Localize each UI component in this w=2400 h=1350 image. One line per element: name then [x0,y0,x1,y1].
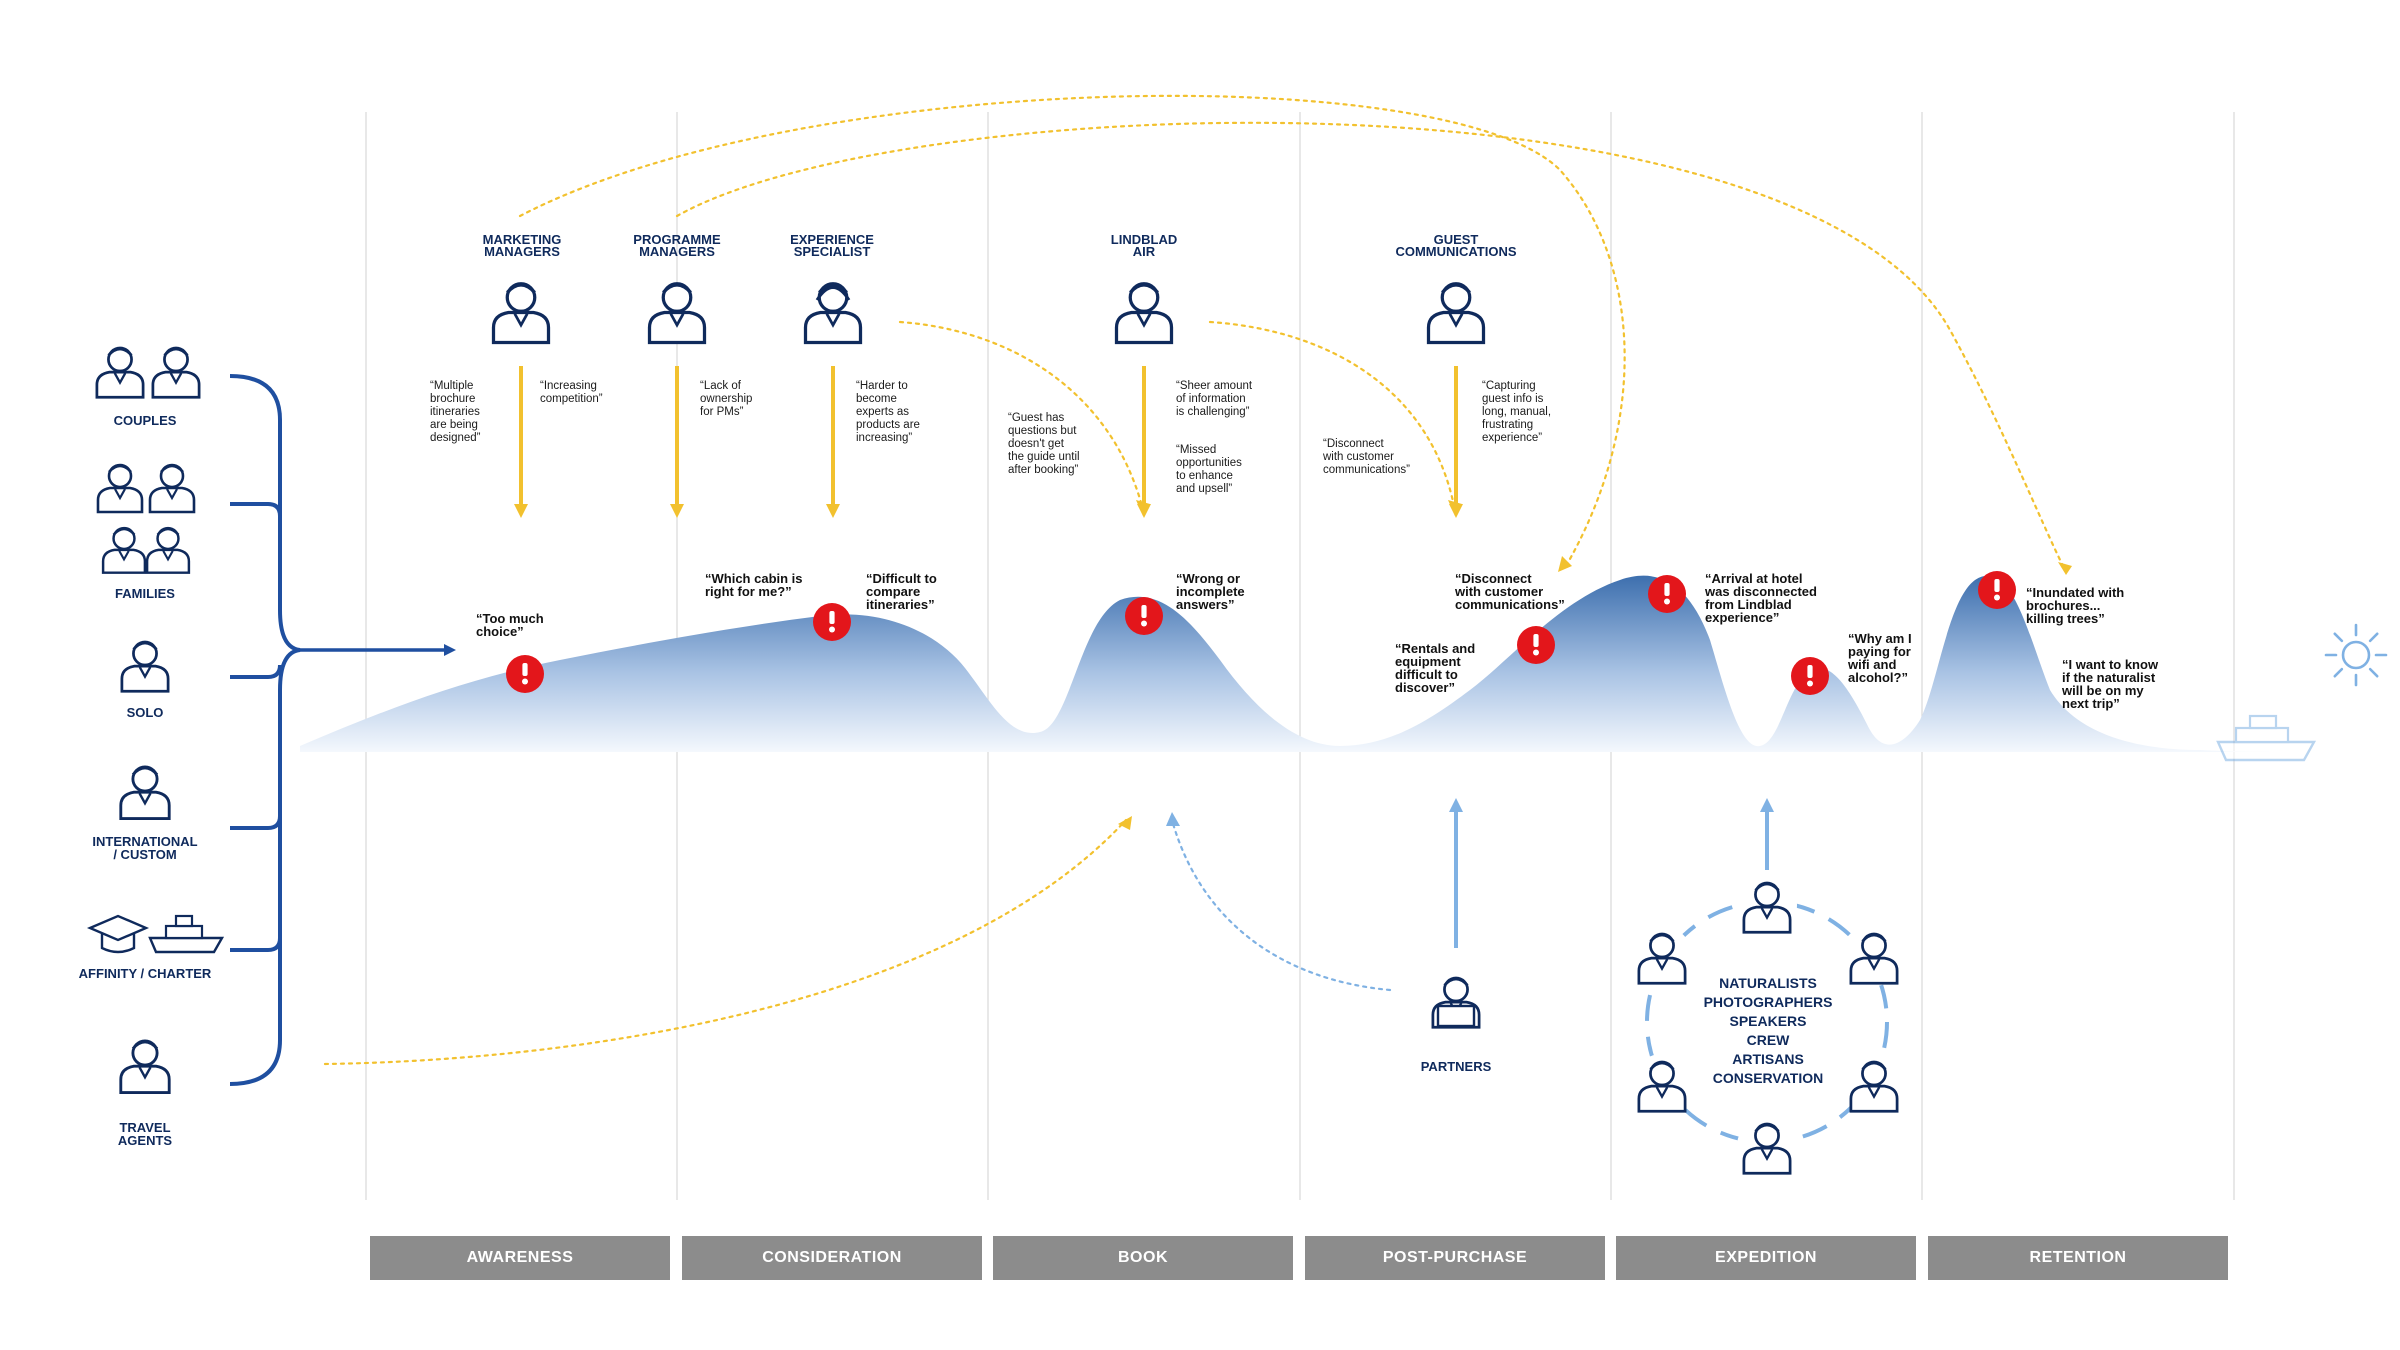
loop-programme-head [2058,562,2072,575]
partners-label: PARTNERS [1420,1059,1492,1074]
graduation-cap-icon [86,914,150,954]
ship-icon [2216,714,2317,762]
person-icon [120,640,170,693]
person-icon [1114,282,1174,345]
stage-expedition: EXPEDITION [1616,1236,1916,1280]
link-experience-book-head [1136,500,1150,516]
person-icon [491,282,551,345]
loop-marketing [518,94,1626,568]
arrow-experience-head [826,504,840,518]
link-agents-book-head [1118,816,1132,830]
exclamation-icon [1517,626,1555,664]
person-icon [96,463,144,514]
exclamation-icon [813,603,851,641]
person-icon [148,463,196,514]
emotion-curve [300,575,2290,752]
person-icon [119,765,171,821]
exclamation-icon [1978,571,2016,609]
arrow-marketing-head [514,504,528,518]
ship-icon [148,914,225,954]
segment-couples: COUPLES [113,413,177,428]
parcel-icon [1436,1004,1476,1028]
person-icon [95,346,145,399]
stage-book: BOOK [993,1236,1293,1280]
segment-international-custom: INTERNATIONAL/ CUSTOM [92,834,198,862]
stage-consideration: CONSIDERATION [682,1236,982,1280]
brace-tick [230,937,282,952]
exclamation-icon [1791,657,1829,695]
stage-retention: RETENTION [1928,1236,2228,1280]
exclamation-icon [506,655,544,693]
brace-arrow-head [444,644,456,656]
link-partners-book-head [1166,812,1180,826]
headset-icon [815,286,851,301]
link-air-post [1208,320,1456,508]
link-partners-book [1170,818,1392,992]
loop-programme [675,121,2066,570]
person-icon [803,282,863,345]
exclamation-icon [1125,597,1163,635]
brace-tick [230,664,282,679]
segment-families: FAMILIES [115,586,175,601]
person-icon [119,1039,171,1095]
link-experience-book [898,320,1144,508]
arrow-partners-up-head [1449,798,1463,812]
segment-solo: SOLO [126,705,164,720]
person-icon [1426,282,1486,345]
segment-brace [229,374,301,1086]
brace-tick [230,815,282,830]
sun-icon [2324,623,2388,687]
segment-affinity-charter: AFFINITY / CHARTER [78,966,212,981]
exclamation-icon [1648,575,1686,613]
brace-tick [230,502,282,517]
person-icon [145,526,191,574]
person-icon [101,526,147,574]
person-icon [151,346,201,399]
link-agents-book [323,818,1128,1066]
person-icon [647,282,707,345]
loop-marketing-head [1558,556,1572,572]
link-air-post-head [1448,500,1462,516]
stage-awareness: AWARENESS [370,1236,670,1280]
stage-post-purchase: POST-PURCHASE [1305,1236,1605,1280]
arrow-crew-up-head [1760,798,1774,812]
arrow-programme-head [670,504,684,518]
